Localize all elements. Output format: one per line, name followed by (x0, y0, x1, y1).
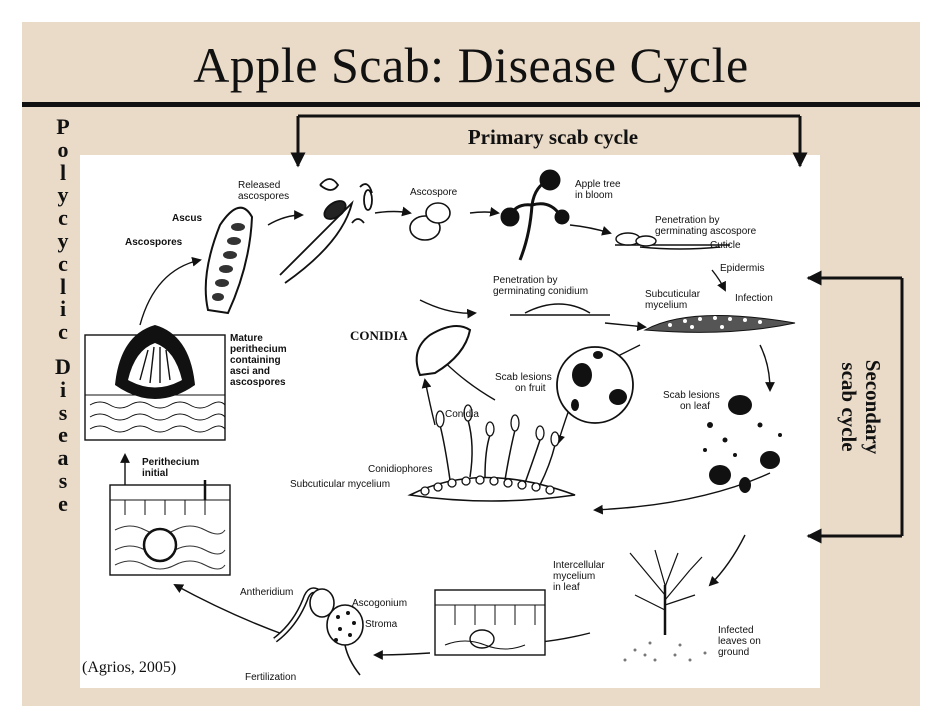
label-stroma: Stroma (365, 619, 398, 630)
side-label-letter: s (58, 399, 68, 425)
label-lesions-fruit-line2: on fruit (515, 383, 546, 394)
side-label-letter: i (59, 296, 67, 322)
side-label-letter: y (57, 182, 69, 208)
diagram-artwork: Released ascospores Ascospore Apple tree… (84, 169, 796, 683)
label-apple-tree-line2: in bloom (575, 190, 613, 201)
fertilization-drawing (273, 587, 364, 676)
label-infected-leaves-line2: leaves on (718, 636, 761, 647)
label-cuticle: Cuticle (710, 240, 741, 251)
label-antheridium: Antheridium (240, 587, 293, 598)
label-lesions-leaf-line2: on leaf (680, 401, 710, 412)
disease-cycle-diagram: Released ascospores Ascospore Apple tree… (80, 155, 820, 688)
side-label-letter: D (55, 353, 71, 379)
label-intercellular-line1: Intercellular (553, 560, 605, 571)
side-label-letter: P (56, 114, 70, 139)
label-mature-line3: containing (230, 355, 281, 366)
label-lesions-leaf-line1: Scab lesions (663, 390, 720, 401)
ascus-drawing (204, 206, 254, 315)
label-subcuticular-top-line2: mycelium (645, 300, 687, 311)
label-intercellular-line3: in leaf (553, 582, 580, 593)
intercellular-mycelium-drawing (434, 589, 546, 656)
side-label-letter: c (58, 319, 68, 345)
label-fertilization: Fertilization (245, 672, 296, 683)
label-mature-line5: ascospores (230, 377, 286, 388)
conidiophores-drawing (407, 404, 576, 502)
side-label-letter: s (58, 467, 68, 493)
label-mature-line1: Mature (230, 333, 263, 344)
label-epidermis: Epidermis (720, 263, 764, 274)
penetration-conidium-drawing (510, 303, 610, 316)
infected-leaves-ground-drawing (623, 549, 707, 662)
released-ascospores-drawing (279, 178, 373, 284)
mature-perithecium-drawing (84, 325, 226, 441)
secondary-cycle-label: Secondary scab cycle (837, 360, 885, 455)
side-label-letter: l (59, 159, 67, 185)
label-infected-leaves-line3: ground (718, 647, 749, 658)
side-label-letter: c (58, 250, 68, 276)
label-ascospores: Ascospores (125, 237, 183, 248)
side-label-letter: y (57, 227, 69, 253)
label-ascus: Ascus (172, 213, 202, 224)
label-infection: Infection (735, 293, 773, 304)
primary-cycle-label: Primary scab cycle (468, 125, 638, 149)
label-intercellular-line2: mycelium (553, 571, 595, 582)
label-mature-line4: asci and (230, 366, 270, 377)
label-ascogonium: Ascogonium (352, 598, 407, 609)
label-conidiophores: Conidiophores (368, 464, 433, 475)
title-rule (22, 102, 920, 107)
secondary-cycle-label-line2: scab cycle (837, 362, 861, 451)
side-label-letter: e (58, 422, 68, 448)
label-subcuticular-bottom: Subcuticular mycelium (290, 479, 390, 490)
penetration-ascospore-drawing (615, 232, 730, 250)
ascospore-drawing (409, 202, 451, 241)
perithecium-initial-drawing (109, 480, 231, 576)
side-label-letter: e (58, 490, 68, 516)
side-label-letter: c (58, 205, 68, 231)
label-penetration-asco-line2: germinating ascospore (655, 226, 757, 237)
label-conidia-big: CONIDIA (350, 328, 408, 343)
label-penetration-asco-line1: Penetration by (655, 215, 720, 226)
citation: (Agrios, 2005) (82, 659, 176, 676)
label-perithecium-initial-line2: initial (142, 468, 168, 479)
label-penetration-conidium-line1: Penetration by (493, 275, 558, 286)
infection-leaf-drawing (643, 315, 796, 333)
label-released-line1: Released (238, 180, 280, 191)
label-lesions-fruit-line1: Scab lesions (495, 372, 552, 383)
label-subcuticular-top-line1: Subcuticular (645, 289, 701, 300)
side-label-letter: a (57, 445, 69, 471)
primary-cycle-bracket (290, 114, 808, 168)
conidium-drawing (415, 325, 472, 377)
apple-tree-bloom-drawing (500, 169, 570, 261)
label-mature-line2: perithecium (230, 344, 287, 355)
slide-title: Apple Scab: Disease Cycle (193, 37, 749, 93)
label-penetration-conidium-line2: germinating conidium (493, 286, 588, 297)
secondary-cycle-bracket (806, 270, 904, 544)
side-label-letter: l (59, 273, 67, 299)
label-perithecium-initial-line1: Perithecium (142, 457, 199, 468)
label-conidia: Conidia (445, 409, 479, 420)
fruit-lesions-drawing (556, 346, 634, 424)
leaf-lesions-drawing (703, 395, 782, 493)
label-released-line2: ascospores (238, 191, 289, 202)
label-ascospore: Ascospore (410, 187, 458, 198)
label-apple-tree-line1: Apple tree (575, 179, 621, 190)
label-infected-leaves-line1: Infected (718, 625, 754, 636)
secondary-cycle-label-line1: Secondary (861, 360, 885, 455)
side-label-letter: o (57, 136, 69, 162)
side-label-letter: i (59, 376, 67, 402)
